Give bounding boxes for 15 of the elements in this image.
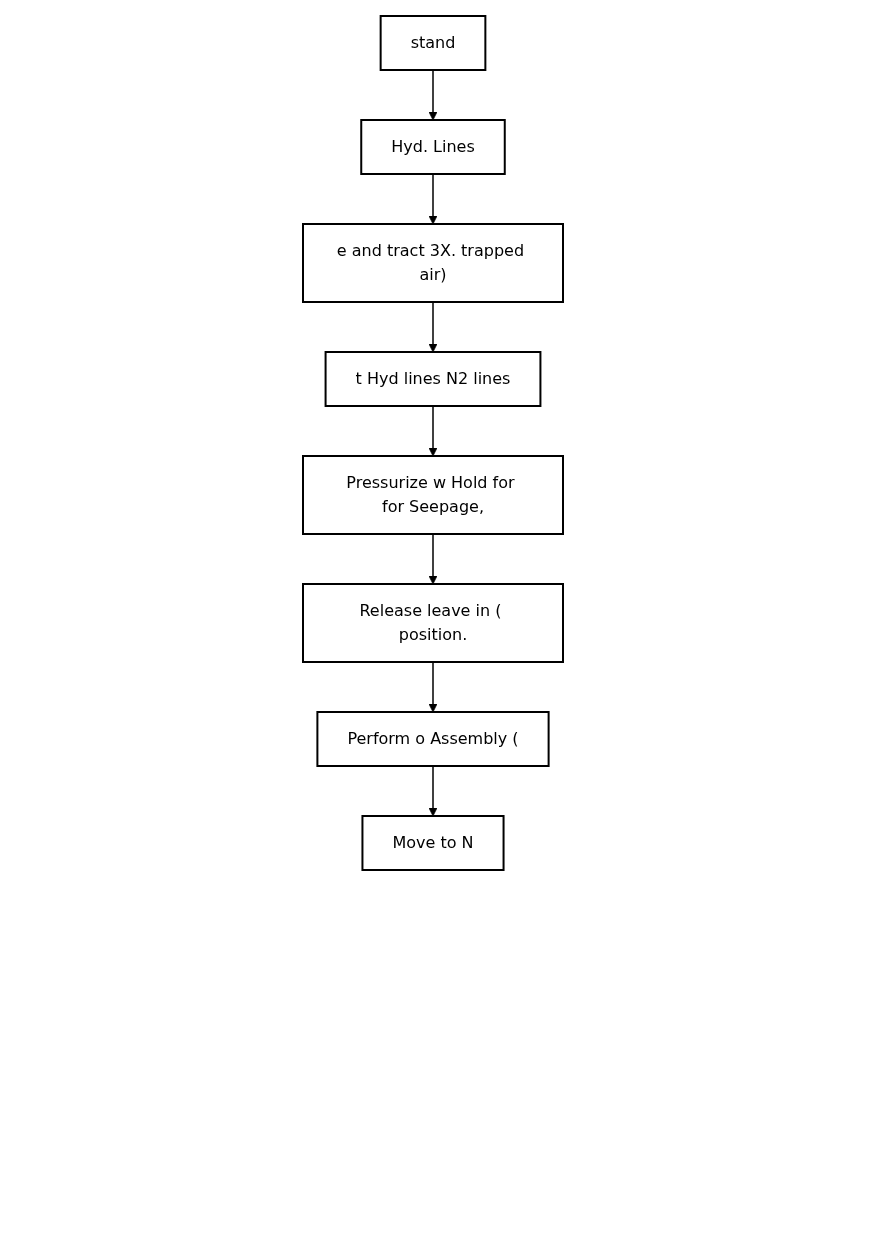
arrow: [428, 765, 438, 817]
node-box: e and tract 3X. trapped air): [302, 223, 564, 303]
node-box: stand: [379, 15, 487, 71]
node-box: Move to N: [361, 815, 505, 871]
arrow: [428, 405, 438, 457]
node-box: Release leave in ( position.: [302, 583, 564, 663]
node-box: Pressurize w Hold for for Seepage,: [302, 455, 564, 535]
arrow: [428, 173, 438, 225]
arrow: [428, 69, 438, 121]
node-box: Perform o Assembly (: [316, 711, 550, 767]
arrow: [428, 533, 438, 585]
arrow: [428, 301, 438, 353]
arrow: [428, 661, 438, 713]
node-box: Hyd. Lines: [360, 119, 506, 175]
node-box: t Hyd lines N2 lines: [324, 351, 542, 407]
